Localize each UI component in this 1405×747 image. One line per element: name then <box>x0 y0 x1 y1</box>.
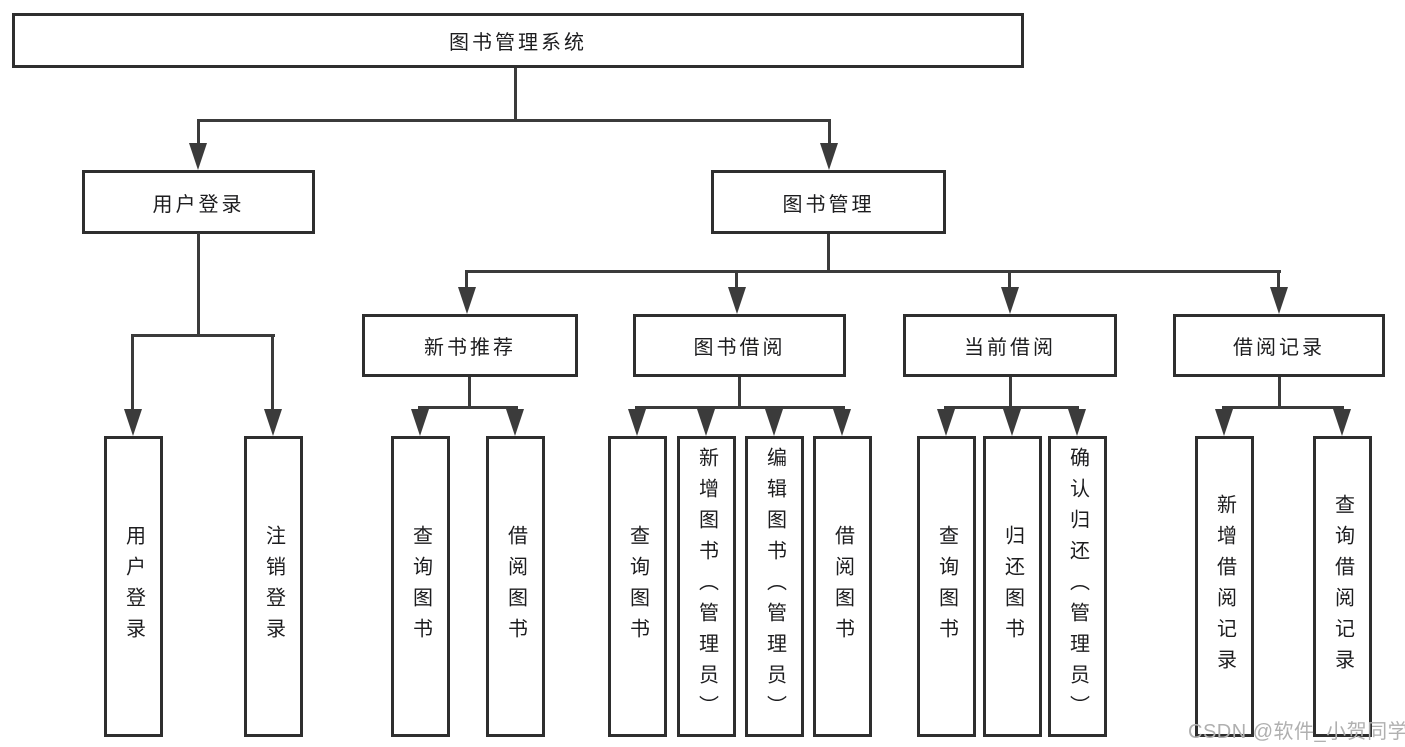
leaf-query-books-current: 查询图书 <box>917 436 976 737</box>
arrow-down-icon <box>628 409 646 436</box>
arrow-down-icon <box>1333 409 1351 436</box>
leaf-user-login: 用户登录 <box>104 436 163 737</box>
arrow-down-icon <box>697 409 715 436</box>
connector-vline <box>828 119 831 151</box>
leaf-confirm-return-admin: 确认归还（管理员） <box>1048 436 1107 737</box>
node-book-borrowing: 图书借阅 <box>633 314 846 377</box>
arrow-down-icon <box>820 143 838 170</box>
connector-vline <box>131 334 134 410</box>
connector-hline <box>131 334 275 337</box>
connector-vline <box>738 377 741 409</box>
node-user-login-branch: 用户登录 <box>82 170 315 234</box>
connector-vline <box>271 334 274 410</box>
node-borrowing-records: 借阅记录 <box>1173 314 1385 377</box>
connector-hline <box>418 406 518 409</box>
connector-vline <box>1277 270 1280 292</box>
connector-hline <box>635 406 845 409</box>
arrow-down-icon <box>1270 287 1288 314</box>
arrow-down-icon <box>458 287 476 314</box>
node-book-management-system: 图书管理系统 <box>12 13 1024 68</box>
arrow-down-icon <box>1068 409 1086 436</box>
arrow-down-icon <box>833 409 851 436</box>
connector-vline <box>1278 377 1281 409</box>
arrow-down-icon <box>1215 409 1233 436</box>
leaf-edit-books-admin: 编辑图书（管理员） <box>745 436 804 737</box>
leaf-borrow-books: 借阅图书 <box>813 436 872 737</box>
arrow-down-icon <box>189 143 207 170</box>
arrow-down-icon <box>937 409 955 436</box>
connector-vline <box>1008 270 1011 292</box>
csdn-watermark: CSDN @软件_小贺同学 <box>1188 721 1405 743</box>
arrow-down-icon <box>264 409 282 436</box>
leaf-query-borrow-record: 查询借阅记录 <box>1313 436 1372 737</box>
connector-vline <box>465 270 468 292</box>
leaf-add-books-admin: 新增图书（管理员） <box>677 436 736 737</box>
connector-hline <box>1222 406 1344 409</box>
node-current-borrowing: 当前借阅 <box>903 314 1117 377</box>
leaf-logout: 注销登录 <box>244 436 303 737</box>
arrow-down-icon <box>765 409 783 436</box>
arrow-down-icon <box>1003 409 1021 436</box>
arrow-down-icon <box>411 409 429 436</box>
connector-hline <box>944 406 1079 409</box>
connector-vline <box>1009 377 1012 409</box>
leaf-query-books-borrowing: 查询图书 <box>608 436 667 737</box>
leaf-return-books: 归还图书 <box>983 436 1042 737</box>
connector-vline <box>827 234 830 273</box>
connector-hline <box>197 119 831 122</box>
connector-vline <box>197 233 200 336</box>
connector-vline <box>514 68 517 122</box>
arrow-down-icon <box>1001 287 1019 314</box>
connector-vline <box>468 377 471 409</box>
arrow-down-icon <box>506 409 524 436</box>
leaf-borrow-books-recommend: 借阅图书 <box>486 436 545 737</box>
leaf-add-borrow-record: 新增借阅记录 <box>1195 436 1254 737</box>
leaf-query-books-recommend: 查询图书 <box>391 436 450 737</box>
node-new-book-recommendation: 新书推荐 <box>362 314 578 377</box>
arrow-down-icon <box>124 409 142 436</box>
connector-hline <box>465 270 1281 273</box>
connector-vline <box>735 270 738 292</box>
node-book-management-branch: 图书管理 <box>711 170 946 234</box>
arrow-down-icon <box>728 287 746 314</box>
connector-vline <box>197 119 200 151</box>
